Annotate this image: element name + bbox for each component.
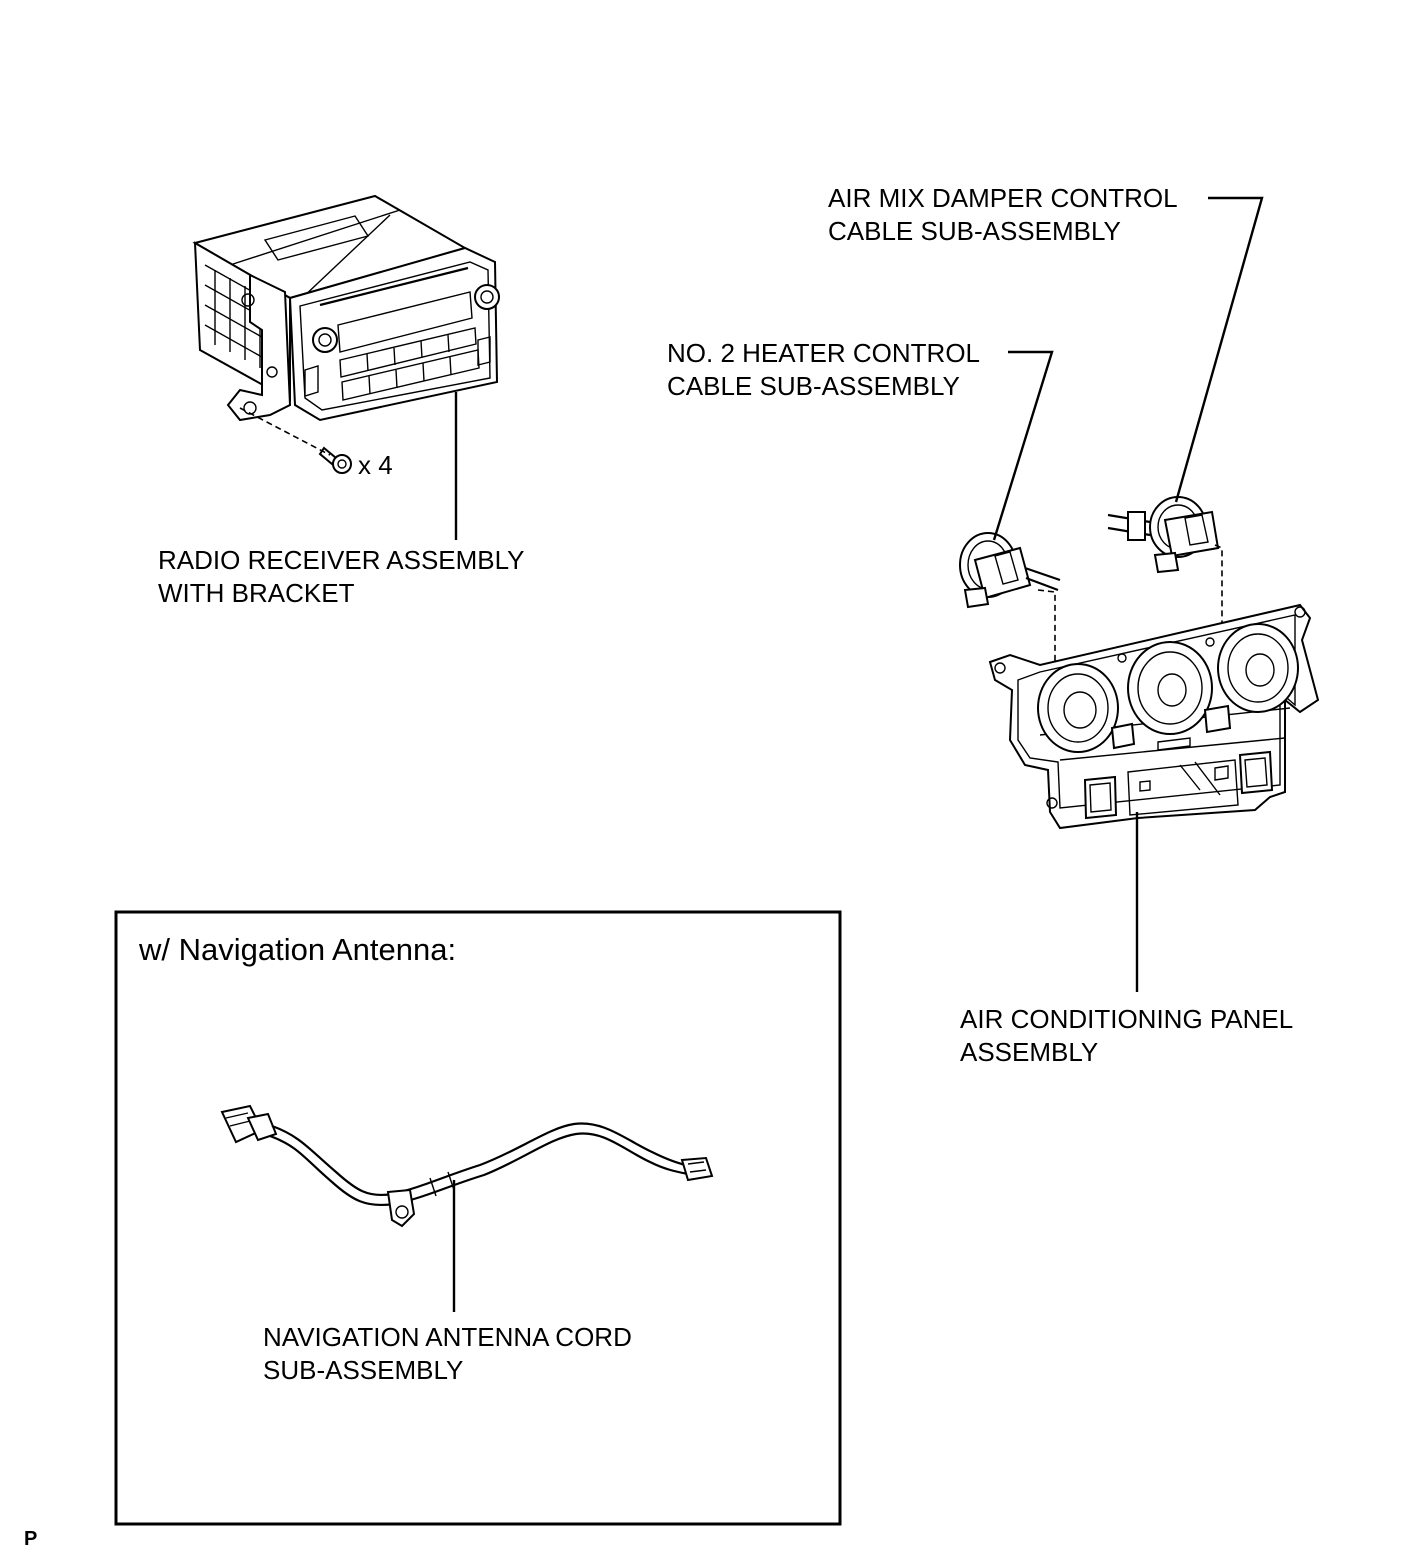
- screw-quantity: x 4: [358, 450, 393, 480]
- radio-label-line2: WITH BRACKET: [158, 578, 355, 608]
- ac-panel-icon: [988, 603, 1320, 830]
- heater-label: NO. 2 HEATER CONTROL CABLE SUB-ASSEMBLY: [667, 337, 980, 403]
- inset-box: [114, 910, 842, 1526]
- air-mix-label: AIR MIX DAMPER CONTROL CABLE SUB-ASSEMBL…: [828, 182, 1178, 248]
- air-mix-install-line: [1214, 544, 1223, 650]
- ac-panel-label-line1: AIR CONDITIONING PANEL: [960, 1004, 1294, 1034]
- nav-cord-label-line2: SUB-ASSEMBLY: [263, 1355, 464, 1385]
- nav-cord-label: NAVIGATION ANTENNA CORD SUB-ASSEMBLY: [263, 1321, 632, 1387]
- radio-label-line1: RADIO RECEIVER ASSEMBLY: [158, 545, 525, 575]
- ac-panel-label: AIR CONDITIONING PANEL ASSEMBLY: [960, 1003, 1293, 1069]
- heater-cable-icon: [959, 532, 1061, 609]
- air-mix-cable-icon: [1107, 496, 1220, 574]
- air-mix-label-line2: CABLE SUB-ASSEMBLY: [828, 216, 1121, 246]
- screw-install-line: [239, 407, 331, 456]
- air-mix-label-line1: AIR MIX DAMPER CONTROL: [828, 183, 1178, 213]
- heater-install-line: [1037, 589, 1056, 665]
- ac-panel-label-line2: ASSEMBLY: [960, 1037, 1099, 1067]
- inset-title: w/ Navigation Antenna:: [139, 932, 457, 967]
- nav-cord-label-line1: NAVIGATION ANTENNA CORD: [263, 1322, 632, 1352]
- radio-receiver-icon: [192, 194, 500, 422]
- heater-label-line2: CABLE SUB-ASSEMBLY: [667, 371, 960, 401]
- radio-label: RADIO RECEIVER ASSEMBLY WITH BRACKET: [158, 544, 525, 610]
- air-mix-leader-line: [1174, 196, 1264, 503]
- corner-mark: P: [24, 1528, 38, 1550]
- screw-icon: [318, 446, 352, 474]
- heater-label-line1: NO. 2 HEATER CONTROL: [667, 338, 981, 368]
- heater-leader-line: [992, 350, 1054, 541]
- antenna-cord-icon: [220, 1104, 714, 1228]
